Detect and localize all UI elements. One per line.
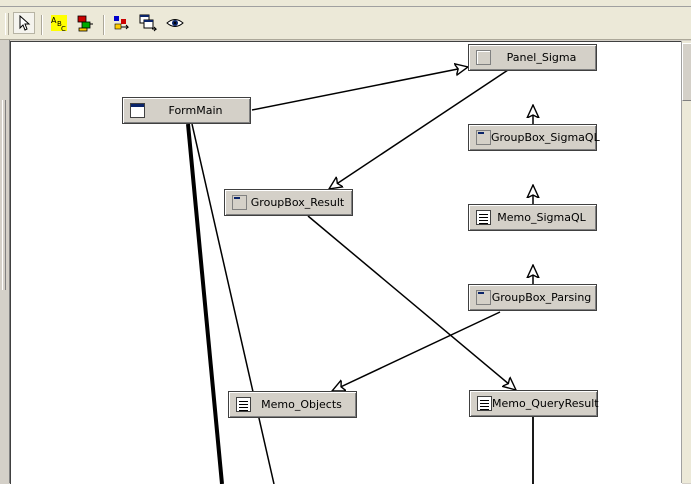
panel-component-icon <box>476 50 491 65</box>
view-tool-button[interactable] <box>164 12 186 34</box>
group-component-icon <box>476 130 491 145</box>
component-node-panel-sigma[interactable]: Panel_Sigma <box>468 44 597 71</box>
link-tool-button[interactable] <box>110 12 132 34</box>
toolbar-grip[interactable] <box>5 13 9 35</box>
view-eye-icon <box>166 19 184 27</box>
component-node-label: GroupBox_Parsing <box>491 291 592 304</box>
abc-text-icon: A B C <box>51 15 67 32</box>
svg-text:B: B <box>57 20 62 28</box>
memo-component-icon <box>477 396 492 411</box>
toolbar: A B C <box>0 7 691 40</box>
text-tool-button[interactable]: A B C <box>48 12 70 34</box>
offscreen-link-line-thin <box>191 123 275 484</box>
memo-component-icon <box>476 210 491 225</box>
edge-panel-sigma-to-groupbox-result <box>329 69 509 189</box>
layer-tool-button[interactable] <box>137 12 159 34</box>
memo-component-icon <box>236 397 251 412</box>
component-node-label: GroupBox_Result <box>250 196 345 209</box>
diagram-svg <box>186 42 682 484</box>
component-node-memo-sigmaql[interactable]: Memo_SigmaQL <box>468 204 597 231</box>
form-component-icon <box>130 103 145 118</box>
select-tool-button[interactable] <box>13 12 35 34</box>
component-node-groupbox-sigmaql[interactable]: GroupBox_SigmaQL <box>468 124 600 151</box>
svg-text:C: C <box>61 25 66 32</box>
color-tool-button[interactable] <box>74 12 96 34</box>
component-node-label: Memo_SigmaQL <box>497 211 586 224</box>
edge-groupbox-result-to-memo-queryresult <box>307 215 516 390</box>
component-node-label: FormMain <box>168 104 223 117</box>
edge-formmain-to-panel-sigma <box>251 67 468 111</box>
group-component-icon <box>476 290 491 305</box>
component-node-groupbox-result[interactable]: GroupBox_Result <box>224 189 353 216</box>
component-node-label: GroupBox_SigmaQL <box>491 131 600 144</box>
component-node-memo-objects[interactable]: Memo_Objects <box>228 391 357 418</box>
window-top-strip <box>0 0 691 7</box>
toolbar-separator <box>41 15 43 35</box>
edge-groupbox-parsing-to-memo-objects <box>332 311 501 391</box>
component-node-label: Panel_Sigma <box>506 51 577 64</box>
component-node-formmain[interactable]: FormMain <box>122 97 251 124</box>
scrollbar-thumb[interactable] <box>682 43 691 101</box>
component-node-label: Memo_Objects <box>261 398 342 411</box>
link-objects-icon <box>114 16 130 30</box>
component-node-memo-queryresult[interactable]: Memo_QueryResult <box>469 390 599 417</box>
select-arrow-icon <box>19 15 31 31</box>
group-component-icon <box>232 195 247 210</box>
color-palette-icon <box>77 15 93 32</box>
offscreen-link-line-thick <box>186 123 224 484</box>
svg-text:A: A <box>51 16 57 25</box>
component-node-label: Memo_QueryResult <box>492 397 599 410</box>
vertical-scrollbar[interactable] <box>681 41 691 483</box>
layer-windows-icon <box>139 14 157 32</box>
left-gutter <box>0 40 10 483</box>
toolbar-separator <box>103 15 105 35</box>
component-node-groupbox-parsing[interactable]: GroupBox_Parsing <box>468 284 597 311</box>
